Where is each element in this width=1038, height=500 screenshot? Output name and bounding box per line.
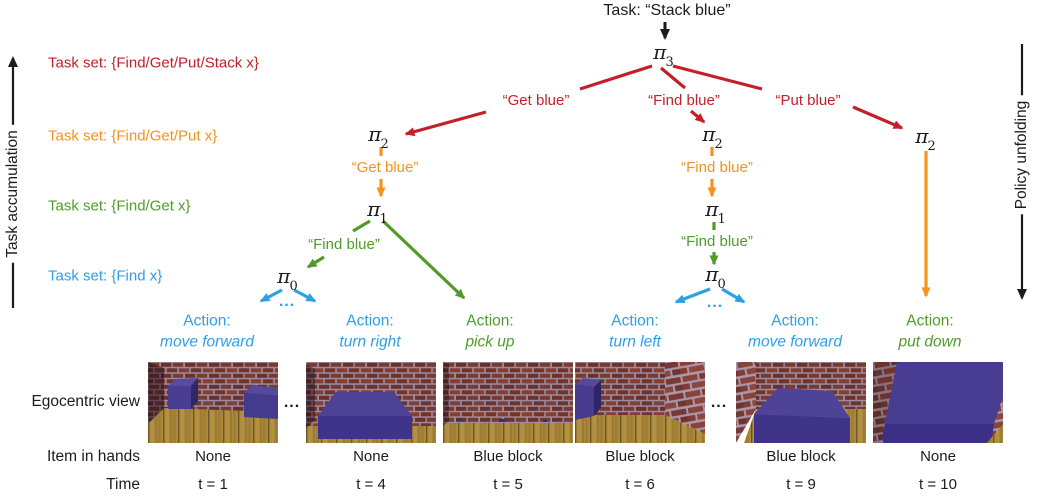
wood-floor (443, 423, 573, 443)
blue-block (244, 385, 278, 395)
egocentric-image (306, 362, 436, 443)
egocentric-image (443, 362, 573, 443)
branch-label-orange: “Find blue” (681, 158, 753, 176)
row-header-item: Item in hands (46, 448, 140, 465)
policy-node-pi0: π0 (705, 262, 726, 292)
row-header-time: Time (106, 476, 140, 493)
action-name: put down (898, 333, 962, 351)
action-name: turn right (339, 333, 401, 351)
policy-node-pi2: π2 (368, 122, 389, 152)
time-value: t = 9 (786, 475, 816, 493)
egocentric-view-slab-close (306, 362, 436, 443)
row-header-egocentric: Egocentric view (31, 393, 140, 410)
blue-block (754, 388, 850, 418)
task-set-label-orange: Task set: {Find/Get/Put x} (48, 127, 218, 145)
branch-label-green: “Find blue” (308, 235, 380, 253)
action-name: turn left (609, 333, 661, 351)
egocentric-image (873, 362, 1003, 443)
egocentric-image (736, 362, 866, 443)
action-prefix: Action: (906, 312, 954, 330)
egocentric-view-slab-angled (736, 362, 866, 443)
item-in-hands-value: Blue block (766, 447, 836, 465)
orange-branches (376, 147, 931, 298)
action-prefix: Action: (611, 312, 659, 330)
item-in-hands-value: Blue block (473, 447, 543, 465)
action-prefix: Action: (183, 312, 231, 330)
branch-label-green: “Find blue” (681, 232, 753, 250)
blue-block (318, 392, 412, 416)
egocentric-view-two-blocks (148, 362, 278, 443)
policy-node-pi2: π2 (915, 124, 936, 154)
ellipsis: ... (283, 394, 301, 411)
task-set-label-green: Task set: {Find/Get x} (48, 197, 191, 215)
item-in-hands-value: None (195, 447, 231, 465)
item-in-hands-value: None (353, 447, 389, 465)
ellipsis: ... (710, 394, 728, 411)
time-value: t = 4 (356, 475, 386, 493)
item-in-hands-value: None (920, 447, 956, 465)
green-branches (306, 219, 719, 300)
blue-block (575, 378, 601, 387)
action-name: move forward (748, 333, 842, 351)
branch-label-red: “Find blue” (648, 91, 720, 109)
ellipsis: ... (706, 294, 724, 311)
task-set-label-blue: Task set: {Find x} (48, 267, 163, 285)
time-value: t = 5 (493, 475, 523, 493)
figure-title: Task: “Stack blue” (603, 2, 731, 19)
egocentric-view-empty-floor (443, 362, 573, 443)
time-value: t = 6 (625, 475, 655, 493)
action-prefix: Action: (346, 312, 394, 330)
blue-action-arrows (259, 287, 746, 304)
wood-floor (575, 415, 705, 443)
policy-node-pi1: π1 (367, 197, 388, 227)
time-value: t = 10 (919, 475, 957, 493)
branch-label-orange: “Get blue” (351, 158, 419, 176)
branch-label-red: “Get blue” (502, 91, 570, 109)
policy-node-pi0: π0 (277, 264, 298, 294)
policy-node-pi1: π1 (705, 197, 726, 227)
action-name: pick up (465, 333, 515, 351)
red-branches (404, 64, 904, 137)
item-in-hands-value: Blue block (605, 447, 675, 465)
blue-block (880, 362, 1003, 424)
policy-node-pi2: π2 (702, 122, 723, 152)
action-name: move forward (160, 333, 254, 351)
time-value: t = 1 (198, 475, 228, 493)
egocentric-image (148, 362, 278, 443)
wood-floor (987, 424, 1003, 443)
policy-unfolding-label: Policy unfolding (1013, 95, 1031, 215)
brick-wall (443, 362, 573, 423)
side-axis-arrows (7, 44, 1027, 308)
ellipsis: ... (278, 293, 296, 310)
blue-block (168, 378, 198, 386)
egocentric-image (575, 362, 705, 443)
policy-node-pi3: π3 (653, 40, 674, 70)
egocentric-view-block-closeup (873, 362, 1003, 443)
task-accumulation-label: Task accumulation (4, 125, 22, 263)
egocentric-view-corner-block-left (575, 362, 705, 443)
action-prefix: Action: (466, 312, 514, 330)
action-prefix: Action: (771, 312, 819, 330)
branch-label-red: “Put blue” (775, 91, 841, 109)
task-set-label-red: Task set: {Find/Get/Put/Stack x} (48, 54, 259, 72)
